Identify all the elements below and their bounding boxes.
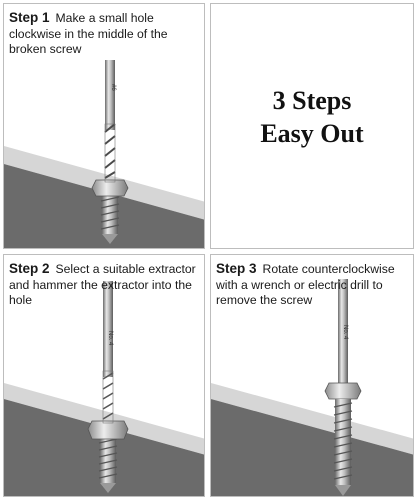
hex-nut <box>87 420 129 440</box>
extractor-label: No. 4 <box>107 331 113 346</box>
step-1-illustration: #6 <box>4 60 204 248</box>
hex-nut <box>324 382 362 400</box>
surface-front <box>211 399 413 496</box>
step-3-illustration: No. 4 <box>211 279 413 496</box>
step-2-label: Step 2 <box>9 261 50 276</box>
step-2-illustration: No. 4 <box>4 281 204 496</box>
drill-bit <box>105 60 115 130</box>
step-1-label: Step 1 <box>9 10 50 25</box>
step-3-label: Step 3 <box>216 261 257 276</box>
hex-nut <box>91 179 129 197</box>
drill-label: #6 <box>110 84 116 91</box>
title-line-1: 3 Steps <box>272 86 352 115</box>
extractor <box>338 279 348 385</box>
step-3-text: Rotate counterclockwise with a wrench or… <box>216 262 395 307</box>
surface-top <box>211 383 413 455</box>
extractor <box>103 281 113 377</box>
step-2-text: Select a suitable extractor and hammer t… <box>9 262 196 307</box>
extractor-label: No. 4 <box>342 325 348 340</box>
step-1-text: Make a small hole clockwise in the middl… <box>9 11 168 56</box>
title-panel: 3 Steps Easy Out <box>210 3 414 249</box>
title-block: 3 Steps Easy Out <box>211 84 413 150</box>
title-line-2: Easy Out <box>260 119 364 148</box>
